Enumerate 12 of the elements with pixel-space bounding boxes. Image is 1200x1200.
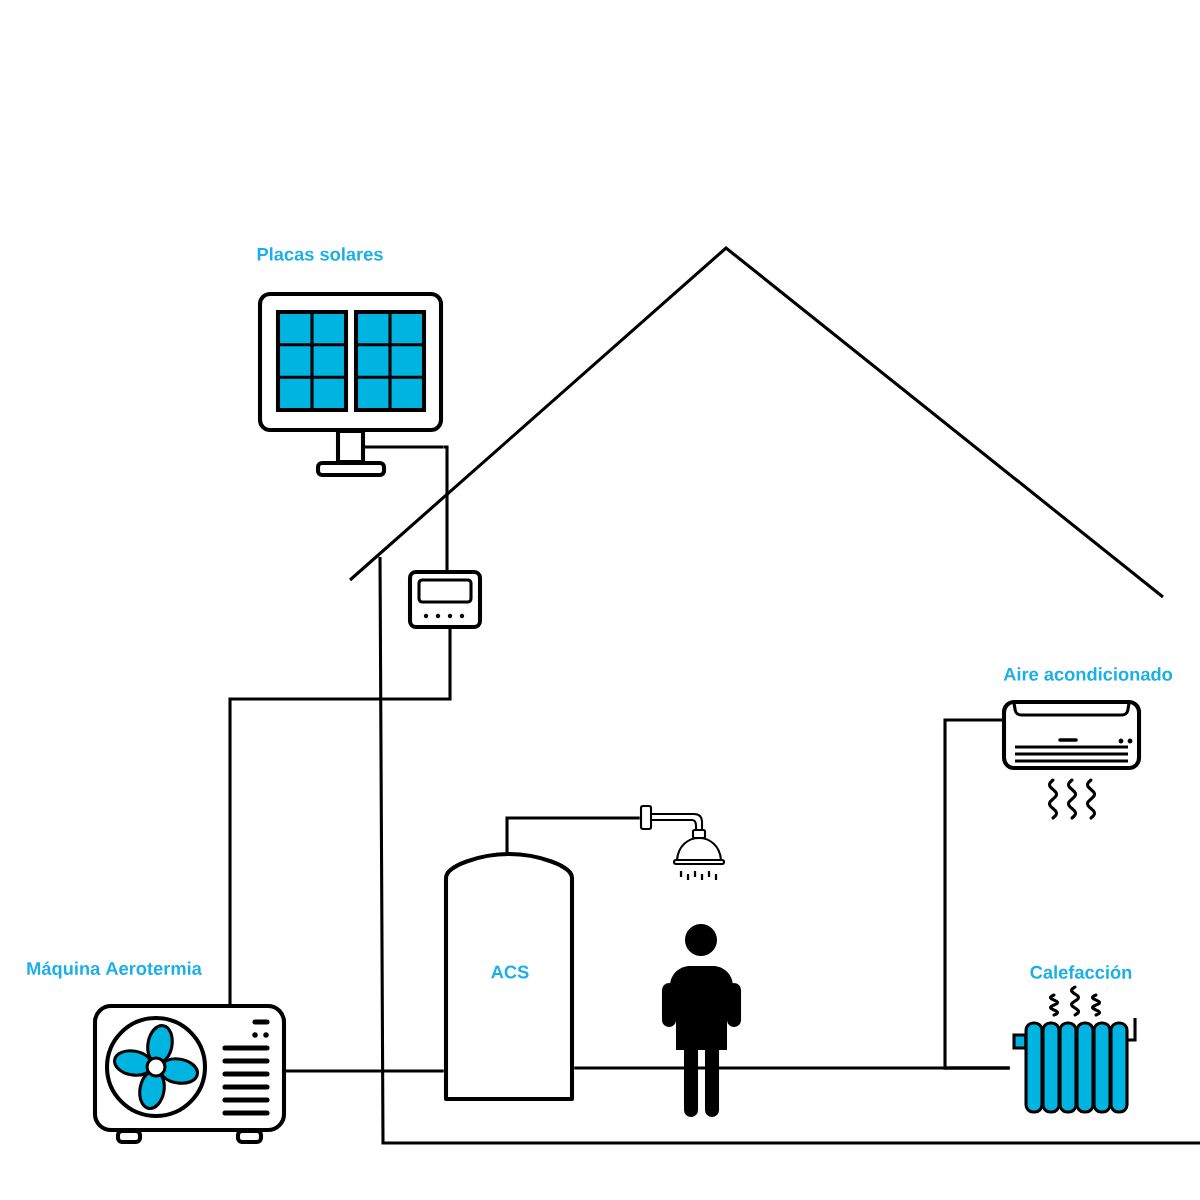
shower-drawing [639, 804, 726, 880]
component-label: ACS [491, 965, 529, 979]
connection-line [943, 718, 1010, 1070]
component-label: Aire acondicionado [1003, 667, 1173, 681]
component-label: Calefacción [1030, 965, 1132, 979]
charge-controller-drawing [407, 569, 483, 630]
connection-line [443, 445, 449, 571]
connection-line [505, 816, 640, 853]
component-label: Placas solares [257, 247, 383, 261]
connection-line [285, 1069, 444, 1073]
connection-line [228, 628, 452, 1005]
component-label: Máquina Aerotermia [27, 961, 202, 979]
